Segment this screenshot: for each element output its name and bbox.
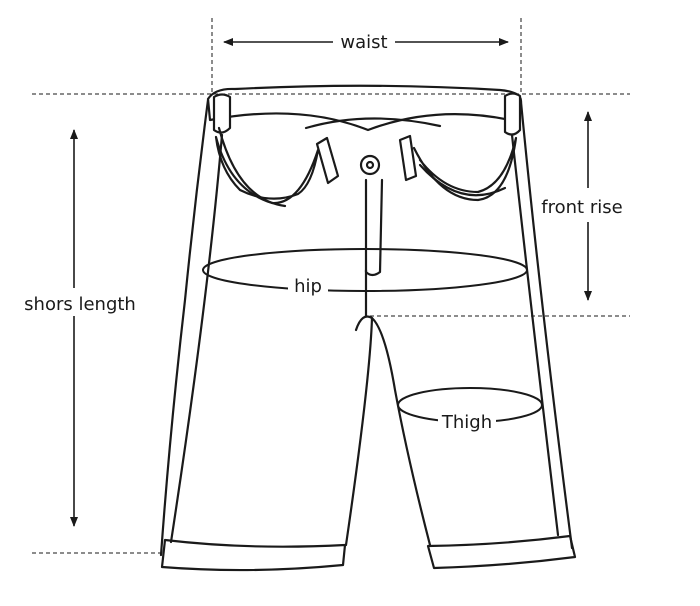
shorts-outline	[159, 84, 577, 572]
pocket-left-inner	[217, 126, 287, 208]
pocket-left	[214, 135, 320, 205]
pocket-right-inner	[418, 163, 507, 197]
button-center	[365, 160, 375, 170]
thigh-label: Thigh	[441, 412, 492, 433]
left-inseam	[344, 315, 374, 547]
left-leg-outer	[159, 98, 210, 557]
belt-loop-center-left	[315, 136, 340, 185]
hip-ellipse	[202, 248, 528, 292]
hip-label: hip	[294, 276, 322, 297]
pocket-right	[412, 136, 518, 202]
button	[359, 154, 381, 176]
right-leg-side-seam	[510, 133, 560, 537]
shorts-length-label: shors length	[24, 294, 136, 315]
left-cuff	[160, 538, 347, 572]
waist-label: waist	[340, 32, 387, 53]
fly-stitch	[364, 178, 384, 277]
guide-lines	[32, 18, 630, 554]
right-leg-outer	[519, 100, 574, 550]
waistband-inner	[304, 117, 442, 130]
hip-label-bg	[288, 272, 328, 298]
thigh-label-bg	[438, 408, 496, 434]
belt-loop-center-right	[398, 134, 418, 182]
left-leg-side-seam	[169, 133, 224, 544]
front-rise-label: front rise	[541, 197, 622, 218]
right-inseam	[370, 316, 432, 547]
belt-loop-right	[503, 92, 522, 136]
measurement-arrows	[70, 38, 592, 527]
belt-loop-left	[212, 93, 232, 134]
right-cuff	[426, 534, 577, 570]
waistband	[206, 84, 523, 132]
